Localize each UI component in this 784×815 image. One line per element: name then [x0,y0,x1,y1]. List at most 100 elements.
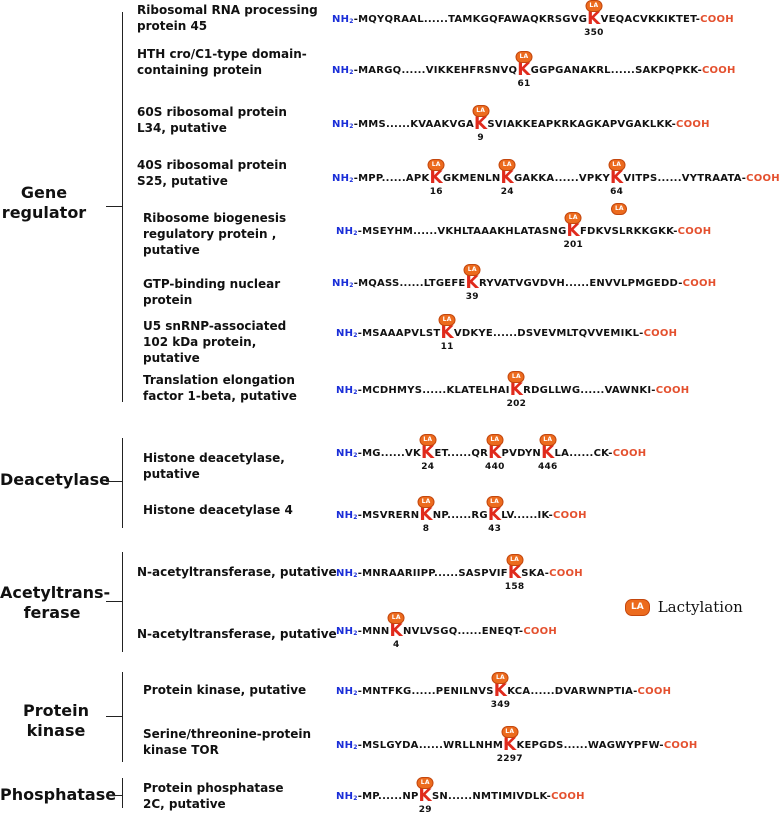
sequence-fragment: SKA- [521,568,550,579]
site-position: 440 [485,462,505,472]
lactylation-badge: LA [486,434,504,446]
sequence-fragment: ET......QR [434,448,489,459]
n-terminus-label: NH2 [336,448,358,459]
legend-badge: LA [625,598,650,616]
protein-name-4: Ribosome biogenesis regulatory protein ,… [143,211,287,257]
site-position: 16 [429,187,443,197]
site-position: 4 [392,640,400,650]
protein-name-14: Protein phosphatase 2C, putative [143,781,284,811]
bracket-tick-protein-kinase [106,716,122,717]
c-terminus-label: COOH [746,173,780,184]
lactylation-badge: LA [427,159,445,171]
c-terminus-label: COOH [637,686,672,697]
site-position: 24 [500,187,514,197]
bracket-tick-gene-regulator [106,206,122,207]
bracket-tick-phosphatase [106,795,122,796]
lactylation-badge: LA [501,726,519,738]
sequence-fragment: -MMS......KVAAKVGA [353,119,474,130]
site-position: 201 [563,240,584,250]
sequence-fragment: LV......IK- [501,510,554,521]
protein-name-9: Histone deacetylase 4 [143,503,293,517]
site-position: 202 [506,399,527,409]
bracket-tick-deacetylase [106,481,122,482]
n-terminus-label: NH2 [336,328,358,339]
sequence-fragment: -MPP......APK [353,173,430,184]
lactylation-badge: LA [585,0,603,12]
lactylation-badge: LA [539,434,557,446]
lactylation-badge: LA [438,314,456,326]
category-acetyltransferase: Acetyltrans- ferase [0,583,111,622]
sequence-fragment: -MARGQ......VIKKEHFRSNVQ [353,65,518,76]
sequence-fragment: VEQACVKKIKTET- [600,14,701,25]
c-terminus-label: COOH [676,119,710,130]
c-terminus-label: COOH [551,791,585,802]
n-terminus-label: NH2 [332,65,354,76]
sequence-fragment: GKMENLN [442,173,501,184]
sequence-fragment: SVIAKKEAPKRKAGKAPVGAKLKK- [487,119,677,130]
site-position: 29 [418,805,432,815]
protein-name-3: 40S ribosomal protein S25, putative [137,158,287,188]
sequence-fragment: LA......CK- [554,448,613,459]
sequence-fragment: NP......RG [432,510,488,521]
n-terminus-label: NH2 [336,510,358,521]
sequence-fragment: -MNRAARIIPP......SASPVIF [357,568,508,579]
lactylation-badge: LA [417,496,435,508]
sequence-fragment: -MSLGYDA......WRLLNHM [357,740,504,751]
site-position: 24 [421,462,435,472]
lactylation-badge: LA [486,496,504,508]
n-terminus-label: NH2 [336,226,358,237]
c-terminus-label: COOH [682,278,717,289]
c-terminus-label: COOH [663,740,698,751]
site-position: 61 [517,79,531,89]
c-terminus-label: COOH [523,626,558,637]
protein-name-6: U5 snRNP-associated 102 kDa protein, put… [143,319,287,365]
c-terminus-label: COOH [553,510,587,521]
site-position: 349 [490,700,511,710]
sequence-fragment: KEPGDS......WAGWYPFW- [516,740,664,751]
protein-name-1: HTH cro/C1-type domain-containing protei… [137,47,307,77]
lactylation-badge: LA [387,612,405,624]
n-terminus-label: NH2 [332,14,354,25]
n-terminus-label: NH2 [336,791,358,802]
bracket-deacetylase [122,438,123,528]
site-position: 11 [440,342,454,352]
site-position: 39 [465,292,479,302]
sequence-fragment: -MQASS......LTGEFE [353,278,466,289]
n-terminus-label: NH2 [336,740,358,751]
bracket-acetyltransferase [122,552,123,652]
lactylation-badge: LA [608,159,626,171]
n-terminus-label: NH2 [336,686,358,697]
bracket-tick-acetyltransferase [106,601,122,602]
sequence-fragment: RDGLLWG......VAWNKI- [523,385,656,396]
legend: LA Lactylation [625,598,743,616]
lactylation-badge: LA [491,672,509,684]
protein-name-13: Serine/threonine-protein kinase TOR [143,727,312,757]
sequence-fragment: -MSEYHM......VKHLTAAAKHLATASNG [357,226,567,237]
protein-name-8: Histone deacetylase, putative [143,451,285,481]
sequence-fragment: -MG......VK [357,448,422,459]
bracket-phosphatase [122,778,123,808]
sequence-fragment: RYVATVGVDVH......ENVVLPMGEDD- [478,278,683,289]
sequence-fragment: -MSVRERN [357,510,420,521]
category-phosphatase: Phosphatase [0,785,117,804]
n-terminus-label: NH2 [332,278,354,289]
